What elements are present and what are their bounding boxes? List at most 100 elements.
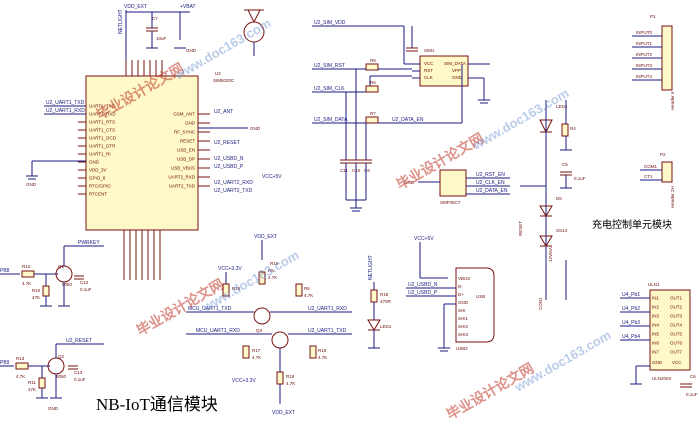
svg-text:0.1uF: 0.1uF [74,377,86,382]
svg-text:GND: GND [250,126,261,131]
svg-text:4.7K: 4.7K [286,381,295,386]
net-sim-rst: U2_SIM_RST [314,63,345,69]
u2-right-pins: GSM_ANTGNDRF_SYNCRESETUSB_ENUSB_DPUSB_VB… [168,112,210,189]
svg-text:U2_RST_EN: U2_RST_EN [476,172,505,178]
svg-text:C11: C11 [340,168,348,173]
svg-text:R6: R6 [304,286,310,291]
u2-left-pin-label: RTC/GPIO [89,184,111,189]
svg-text:R19: R19 [318,348,327,353]
net-sim-clk: U2_SIM_CLK [314,86,345,92]
svg-text:P2: P2 [660,152,666,157]
u2-module: U2 SIM8020C UART1_TXDUART1_RXDUART1_RTSU… [26,60,282,280]
svg-text:Header 2H: Header 2H [670,186,675,208]
svg-text:SHI1: SHI1 [458,316,469,321]
svg-text:SMF05CT: SMF05CT [440,200,461,205]
svg-text:VDD_EXT: VDD_EXT [272,410,295,416]
u2-right-pin-label: GND [185,121,196,126]
svg-text:R8: R8 [370,58,376,63]
svg-text:INPUT2: INPUT2 [636,52,653,57]
svg-text:47K: 47K [32,295,40,300]
uln-in-label: IN7 [652,350,660,355]
svg-text:R7: R7 [370,111,376,116]
svg-text:ULN2003: ULN2003 [652,376,672,381]
u2-left-pin-label: RTCENT [89,192,107,197]
uln-out-label: OUT1 [670,296,682,301]
svg-text:Header 6: Header 6 [670,91,675,110]
charge-control: LED4 R4 C5 0.1uF D6 SS14 12V/5A CON1 RES… [518,100,586,310]
u2-left-pin-label: UART1_CTS [89,128,115,133]
netlight-led: NETLIGHT R18 470R LED1 [367,255,392,349]
svg-text:C12: C12 [80,280,89,285]
svg-text:4.7K: 4.7K [252,355,261,360]
u2-right-pin-label: USB_VBUS [171,166,195,171]
svg-text:47K: 47K [28,387,36,392]
net-u2-uart2-txd: U2_UART2_TXD [214,188,253,194]
header-p2: P2 COM1 CT1 Header 2H [640,152,675,208]
u2-right-pin-label: USB_EN [177,148,195,153]
uln-out-label: OUT7 [670,350,682,355]
net-sim-data: U2_SIM_DATA [314,117,348,123]
svg-text:4.7K: 4.7K [318,355,327,360]
net-u2-uart1-rxd: U2_UART1_RXD [46,108,85,114]
svg-text:D6: D6 [556,196,562,201]
transistor-q4 [271,331,289,349]
svg-text:INPUT1: INPUT1 [636,41,653,46]
label-c7-val: 10uF [156,36,167,41]
uln-in-label: IN5 [652,332,660,337]
svg-text:R18: R18 [380,292,389,297]
svg-text:R5: R5 [268,268,274,273]
label-c7: C7 [152,16,158,21]
svg-text:VCC: VCC [424,61,434,66]
u2-left-pin-label: GND [89,160,100,165]
header-p1: P1 INPUT0 INPUT1 INPUT2 INPUT3 INPUT4 He… [632,14,675,110]
svg-text:VPP: VPP [452,68,461,73]
svg-text:INPUT0: INPUT0 [636,30,653,35]
svg-text:VCC+5V: VCC+5V [414,236,434,242]
usb-connector: VCC+5V USB USB2 VBUS D- D+ GND SHI SHI1 … [406,236,495,352]
svg-text:GND: GND [48,406,59,411]
net-u2-uart1-txd-r: U2_UART1_TXD [308,328,347,334]
svg-text:R12: R12 [22,264,31,269]
svg-text:U2_USBD_P: U2_USBD_P [408,290,438,296]
uln-out-label: OUT3 [670,314,682,319]
svg-text:4.7K: 4.7K [304,293,313,298]
svg-text:LED1: LED1 [380,324,392,329]
pwrkey-circuit: PB8 R12 4.7K Q1 8050 PWRKEY R10 47K C12 … [0,240,104,307]
label-vdd-ext-2: VDD_EXT [254,234,277,240]
svg-text:INPUT4: INPUT4 [636,74,653,79]
uln-in-label: IN3 [652,314,660,319]
label-vdd-ext: VDD_EXT [124,4,147,10]
u2-body [85,75,199,231]
svg-text:C6: C6 [690,374,696,379]
svg-text:GND: GND [458,300,469,305]
net-u2-usbd-n: U2_USBD_N [214,156,244,162]
svg-text:R13: R13 [16,356,25,361]
svg-text:470R: 470R [380,299,392,304]
svg-text:SHI: SHI [458,308,466,313]
svg-text:COM1: COM1 [644,164,657,169]
svg-text:U2_USBD_N: U2_USBD_N [408,282,438,288]
svg-text:12V/5A: 12V/5A [548,247,553,262]
u2-left-pin-label: UART1_DCD [89,136,117,141]
svg-text:R16: R16 [270,261,279,266]
svg-text:U4_Pb1: U4_Pb1 [622,292,640,298]
svg-text:C9: C9 [364,168,370,173]
svg-text:R11: R11 [28,380,36,385]
u2-bottom-pins [123,230,161,280]
u2-top-pins [125,60,163,76]
svg-text:ULN1: ULN1 [648,282,660,287]
antenna-icon [243,9,265,56]
u2-right-pin-label: RF_SYNC [174,130,196,135]
u2-ref: U2 [215,71,221,76]
svg-text:RST: RST [424,68,433,73]
svg-text:RESET: RESET [518,221,523,236]
u2-right-pin-label: UART2_RXD [168,175,195,180]
uln-out-label: OUT2 [670,305,682,310]
svg-text:8050: 8050 [62,282,73,287]
u2-left-pin-label: VDD_3V [89,168,107,173]
svg-text:GND: GND [186,48,197,53]
sim-section: U2_SIM_VDD U2_SIM_RST U2_SIM_CLK U2_SIM_… [312,20,490,212]
svg-text:C13: C13 [74,370,83,375]
svg-text:Q2: Q2 [58,354,65,359]
reset-circuit: PB9 R13 4.7K Q2 8050 U2_RESET R11 47K GN… [0,338,104,411]
